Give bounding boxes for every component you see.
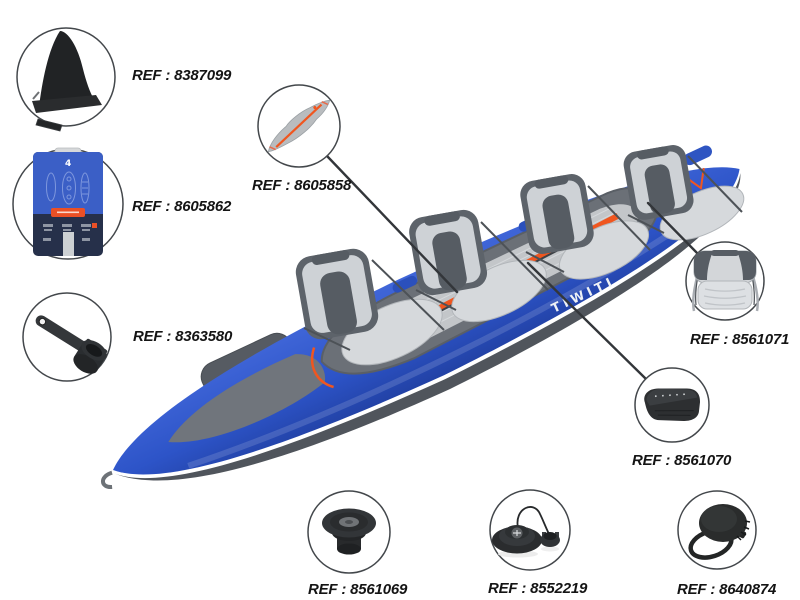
part-valve-insert: REF : 8561069 (307, 490, 408, 598)
leader-line-floor (325, 154, 459, 294)
part-ref-gauge-card: REF : 8605862 (132, 198, 232, 215)
leader-line-footrest (526, 261, 648, 381)
part-valve-with-cap: REF : 8552219 (488, 489, 588, 597)
kayak-seat-2 (409, 209, 549, 323)
kayak-seats (295, 145, 745, 366)
part-ref-sealing-cap: REF : 8640874 (677, 581, 777, 598)
part-fin: REF : 8387099 (16, 27, 232, 132)
valve-wrench-icon (35, 315, 108, 374)
valve-with-cap-icon (492, 506, 560, 558)
part-footrest-pad: REF : 8561070 (632, 367, 732, 469)
valve-insert-icon (322, 508, 376, 555)
part-ref-valve-wrench: REF : 8363580 (133, 328, 233, 345)
kayak-orange-trim (310, 347, 334, 389)
part-ref-valve-with-cap: REF : 8552219 (488, 580, 588, 597)
kayak-stern-patch (168, 354, 326, 443)
part-sealing-cap: REF : 8640874 (677, 490, 777, 598)
part-floor: REF : 8605858 (252, 84, 352, 194)
card-capacity-label: 4 (65, 159, 71, 169)
sealing-cap-icon (688, 504, 751, 560)
kayak-stern-handle (100, 470, 113, 489)
part-valve-wrench: REF : 8363580 (22, 292, 233, 382)
footrest-pad-icon (644, 388, 701, 421)
part-ref-seat: REF : 8561071 (690, 331, 789, 348)
pressure-gauge-card-icon: 4 (33, 147, 103, 256)
kayak-seat-4 (623, 145, 745, 241)
part-ref-fin: REF : 8387099 (132, 67, 232, 84)
part-ref-floor: REF : 8605858 (252, 177, 352, 194)
part-seat: REF : 8561071 (685, 241, 789, 348)
kayak-seat-1 (295, 248, 445, 366)
seat-icon (691, 250, 760, 312)
part-ref-footrest-pad: REF : 8561070 (632, 452, 732, 469)
skeg-fin-icon (32, 31, 102, 132)
inflatable-floor-icon (267, 99, 331, 153)
part-ref-valve-insert: REF : 8561069 (308, 581, 408, 598)
leader-line-seat (646, 201, 701, 257)
kayak-paddle-holder-1 (392, 275, 418, 293)
part-gauge-card: 4 REF : 8605862 (12, 147, 232, 260)
kayak-seat-3 (520, 174, 651, 280)
